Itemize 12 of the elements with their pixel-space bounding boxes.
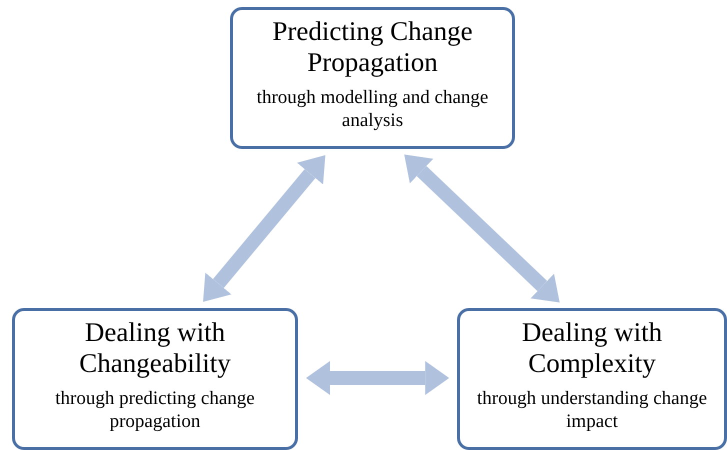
box-heading: Dealing with Changeability <box>78 317 232 379</box>
box-subtitle: through understanding change impact <box>476 387 708 433</box>
double-headed-arrow <box>203 155 326 302</box>
box-subtitle: through modelling and change analysis <box>256 86 490 132</box>
process-box <box>12 308 298 450</box>
double-headed-arrow <box>404 154 560 303</box>
process-box <box>230 7 515 149</box>
box-heading: Dealing with Complexity <box>520 317 664 379</box>
double-headed-arrow <box>306 361 450 395</box>
process-box <box>457 308 727 450</box>
box-heading: Predicting Change Propagation <box>271 16 474 78</box>
box-subtitle: through predicting change propagation <box>54 387 256 433</box>
